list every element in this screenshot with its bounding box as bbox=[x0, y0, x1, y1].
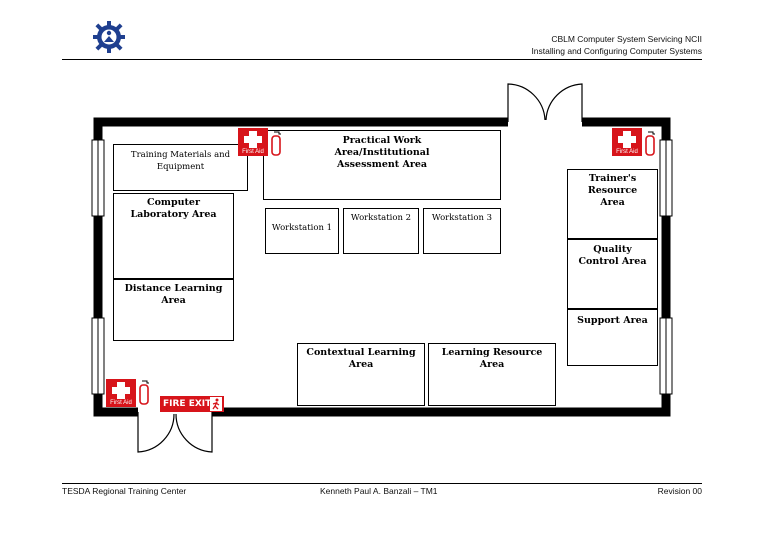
tesda-logo bbox=[93, 21, 125, 53]
bottom-door-icon bbox=[137, 412, 213, 453]
first-aid-station-top-left: First Aid bbox=[238, 128, 286, 160]
support-label: Support Area bbox=[577, 315, 648, 326]
first-aid-label: First Aid bbox=[616, 149, 638, 155]
workstation-2: Workstation 2 bbox=[343, 208, 419, 254]
training-materials-label: Training Materials and Equipment bbox=[130, 150, 231, 172]
first-aid-icon bbox=[238, 128, 268, 156]
workstation-1: Workstation 1 bbox=[265, 208, 339, 254]
header-divider bbox=[62, 59, 702, 60]
learning-resource-area: Learning Resource Area bbox=[428, 343, 556, 406]
learning-resource-label: Learning Resource Area bbox=[441, 347, 543, 370]
computer-lab-area: Computer Laboratory Area bbox=[113, 193, 234, 279]
support-area: Support Area bbox=[567, 309, 658, 366]
left-window-icon bbox=[91, 139, 105, 395]
contextual-learning-area: Contextual Learning Area bbox=[297, 343, 425, 406]
room-wall bbox=[93, 117, 671, 417]
training-materials-area: Training Materials and Equipment bbox=[113, 144, 248, 191]
fire-extinguisher-icon bbox=[139, 380, 149, 405]
fire-extinguisher-icon bbox=[271, 131, 281, 156]
running-man-icon bbox=[210, 397, 222, 411]
footer-right: Revision 00 bbox=[657, 486, 702, 496]
distance-learning-area: Distance Learning Area bbox=[113, 279, 234, 341]
first-aid-icon bbox=[106, 379, 136, 407]
header-title: CBLM Computer System Servicing NCII bbox=[551, 34, 702, 44]
first-aid-label: First Aid bbox=[110, 400, 132, 406]
first-aid-label: First Aid bbox=[242, 149, 264, 155]
footer-center: Kenneth Paul A. Banzali – TM1 bbox=[320, 486, 438, 496]
first-aid-station-top-right: First Aid bbox=[612, 128, 660, 160]
first-aid-icon bbox=[612, 128, 642, 156]
contextual-learning-label: Contextual Learning Area bbox=[306, 347, 416, 370]
document-header: CBLM Computer System Servicing NCII Inst… bbox=[531, 33, 702, 57]
quality-control-area: Quality Control Area bbox=[567, 239, 658, 309]
workstation-2-label: Workstation 2 bbox=[350, 213, 412, 223]
practical-work-area: Practical Work Area/Institutional Assess… bbox=[263, 130, 501, 200]
fire-exit-label: FIRE EXIT bbox=[163, 399, 212, 409]
fire-extinguisher-icon bbox=[645, 131, 655, 156]
trainers-resource-area: Trainer's Resource Area bbox=[567, 169, 658, 239]
computer-lab-label: Computer Laboratory Area bbox=[130, 197, 217, 220]
workstation-3: Workstation 3 bbox=[423, 208, 501, 254]
practical-work-label: Practical Work Area/Institutional Assess… bbox=[334, 135, 430, 170]
right-window-icon bbox=[659, 139, 673, 395]
fire-exit-sign-icon: FIRE EXIT bbox=[160, 396, 224, 412]
footer-left: TESDA Regional Training Center bbox=[62, 486, 187, 496]
quality-control-label: Quality Control Area bbox=[578, 244, 647, 267]
header-subtitle: Installing and Configuring Computer Syst… bbox=[531, 46, 702, 56]
trainers-resource-label: Trainer's Resource Area bbox=[587, 173, 638, 208]
workstation-1-label: Workstation 1 bbox=[271, 223, 333, 233]
footer-divider bbox=[62, 483, 702, 484]
first-aid-station-bottom-left: First Aid bbox=[106, 379, 154, 411]
distance-learning-label: Distance Learning Area bbox=[124, 283, 223, 306]
workstation-3-label: Workstation 3 bbox=[431, 213, 493, 223]
top-door-icon bbox=[507, 83, 583, 122]
